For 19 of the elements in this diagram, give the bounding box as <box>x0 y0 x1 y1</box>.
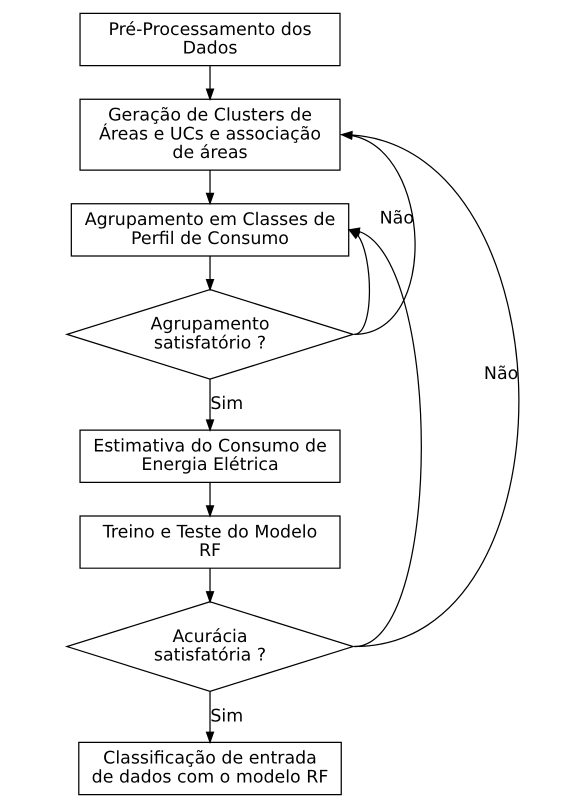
node-box: Estimativa do Consumo de Energia Elétrica <box>78 430 340 483</box>
arrow <box>205 482 214 518</box>
node-box: Treino e Teste do Modelo RF <box>78 515 340 569</box>
node-box: Classificação de entrada de dados com o modelo RF <box>78 742 342 796</box>
arrow <box>205 256 214 292</box>
arrow <box>205 66 214 102</box>
node-box: Agrupamento em Classes de Perfil de Consumo <box>70 203 349 257</box>
arrow <box>205 379 214 432</box>
arrow <box>205 170 214 206</box>
node-diamond: Acurácia satisfatória ? <box>64 601 355 692</box>
node-diamond: Agrupamento satisfatório ? <box>64 288 355 380</box>
edge-label: Não <box>483 364 518 384</box>
edge-label: Não <box>379 208 414 228</box>
edge-label: Sim <box>210 394 243 414</box>
node-box: Pré-Processamento dos Dados <box>78 12 340 66</box>
edge-label: Sim <box>210 706 243 726</box>
arrow <box>205 692 214 744</box>
node-box: Geração de Clusters de Áreas e UCs e associação de áreas <box>78 98 340 171</box>
arrow <box>205 568 214 604</box>
